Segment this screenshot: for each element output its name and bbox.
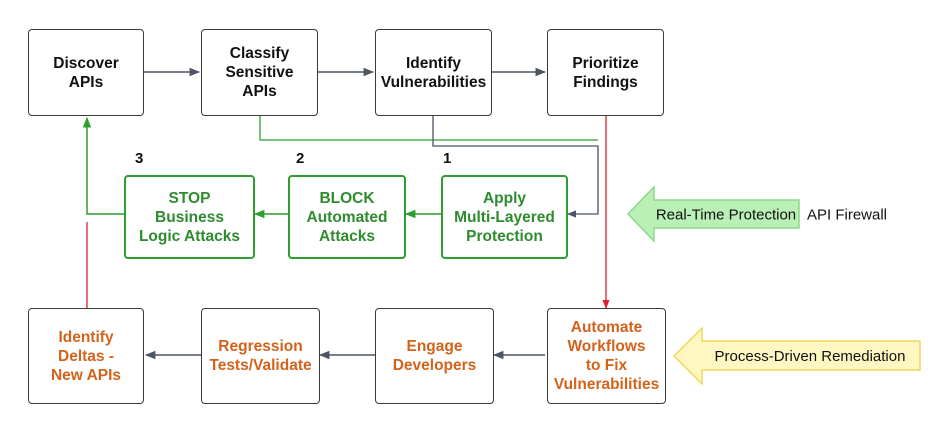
box-classify-sensitive-apis: Classify Sensitive APIs [201, 29, 318, 116]
box-automate-workflows: Automate Workflows to Fix Vulnerabilitie… [547, 308, 666, 404]
box-block-automated-attacks: BLOCK Automated Attacks [288, 175, 406, 259]
box-label: Prioritize Findings [572, 54, 639, 91]
green-line-classify [259, 116, 598, 141]
realtime-callout-arrow: Real-Time Protection [626, 185, 800, 243]
process-callout-label: Process-Driven Remediation [715, 348, 906, 365]
box-identify-deltas-new-apis: Identify Deltas - New APIs [28, 308, 144, 404]
box-label: Discover APIs [53, 54, 119, 91]
box-label: Identify Deltas - New APIs [50, 328, 122, 384]
box-label: Classify Sensitive APIs [225, 45, 294, 100]
box-label: Automate Workflows to Fix Vulnerabilitie… [553, 319, 660, 393]
step-number-1: 1 [443, 150, 452, 167]
api-firewall-label: API Firewall [807, 207, 887, 224]
step-number-2: 2 [296, 150, 305, 167]
box-apply-multi-layered-protection: Apply Multi-Layered Protection [441, 175, 568, 259]
process-callout-arrow: Process-Driven Remediation [672, 326, 921, 386]
box-label: Engage Developers [392, 338, 477, 374]
box-engage-developers: Engage Developers [375, 308, 494, 404]
box-label: BLOCK Automated Attacks [306, 189, 388, 245]
step-number-3: 3 [135, 150, 144, 167]
arrow-stop-to-discover [82, 116, 124, 215]
box-label: Regression Tests/Validate [209, 338, 312, 374]
box-discover-apis: Discover APIs [28, 29, 144, 116]
realtime-callout-label: Real-Time Protection [656, 207, 796, 224]
gray-line-identify [432, 116, 599, 218]
box-identify-vulnerabilities: Identify Vulnerabilities [375, 29, 492, 116]
box-label: Apply Multi-Layered Protection [454, 189, 555, 245]
box-stop-business-logic-attacks: STOP Business Logic Attacks [124, 175, 255, 259]
box-regression-tests-validate: Regression Tests/Validate [201, 308, 320, 404]
box-prioritize-findings: Prioritize Findings [547, 29, 664, 116]
box-label: Identify Vulnerabilities [380, 54, 487, 91]
box-label: STOP Business Logic Attacks [138, 189, 241, 245]
